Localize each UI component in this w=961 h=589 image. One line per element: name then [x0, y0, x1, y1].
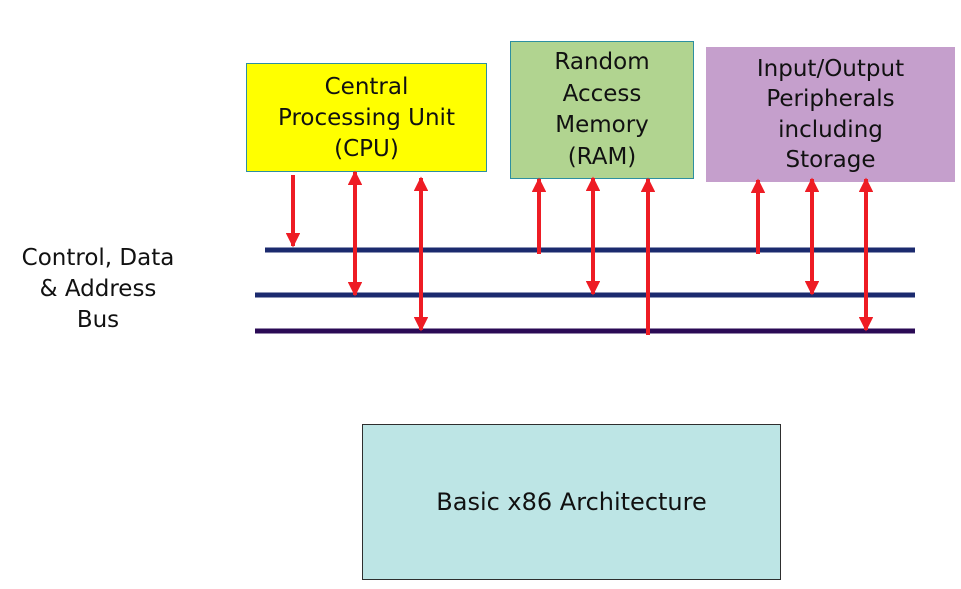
- io-label-line-1: Input/Output: [756, 55, 905, 82]
- io-label-line-4: Storage: [785, 147, 876, 173]
- cpu-label-line-2: Processing Unit: [278, 105, 455, 131]
- bus-label: Control, Data & Address Bus: [0, 243, 196, 336]
- bus-label-line-3: Bus: [76, 307, 120, 333]
- cpu-box: Central Processing Unit (CPU): [246, 63, 487, 172]
- ram-label-line-1: Random: [554, 49, 650, 75]
- io-label-line-3: including: [778, 116, 883, 143]
- architecture-caption: Basic x86 Architecture: [436, 487, 707, 516]
- bus-label-line-1: Control, Data: [21, 245, 175, 271]
- io-label-line-2: Peripherals: [766, 86, 895, 112]
- ram-box: Random Access Memory (RAM): [510, 41, 694, 179]
- bus-label-line-2: & Address: [39, 276, 157, 302]
- cpu-label-line-3: (CPU): [334, 136, 399, 162]
- ram-label-line-2: Access: [562, 80, 642, 107]
- ram-label-line-4: (RAM): [567, 143, 637, 170]
- ram-label-line-3: Memory: [555, 112, 649, 138]
- io-box: Input/Output Peripherals including Stora…: [706, 47, 955, 182]
- cpu-label-line-1: Central: [324, 74, 409, 100]
- architecture-caption-box: Basic x86 Architecture: [362, 424, 781, 580]
